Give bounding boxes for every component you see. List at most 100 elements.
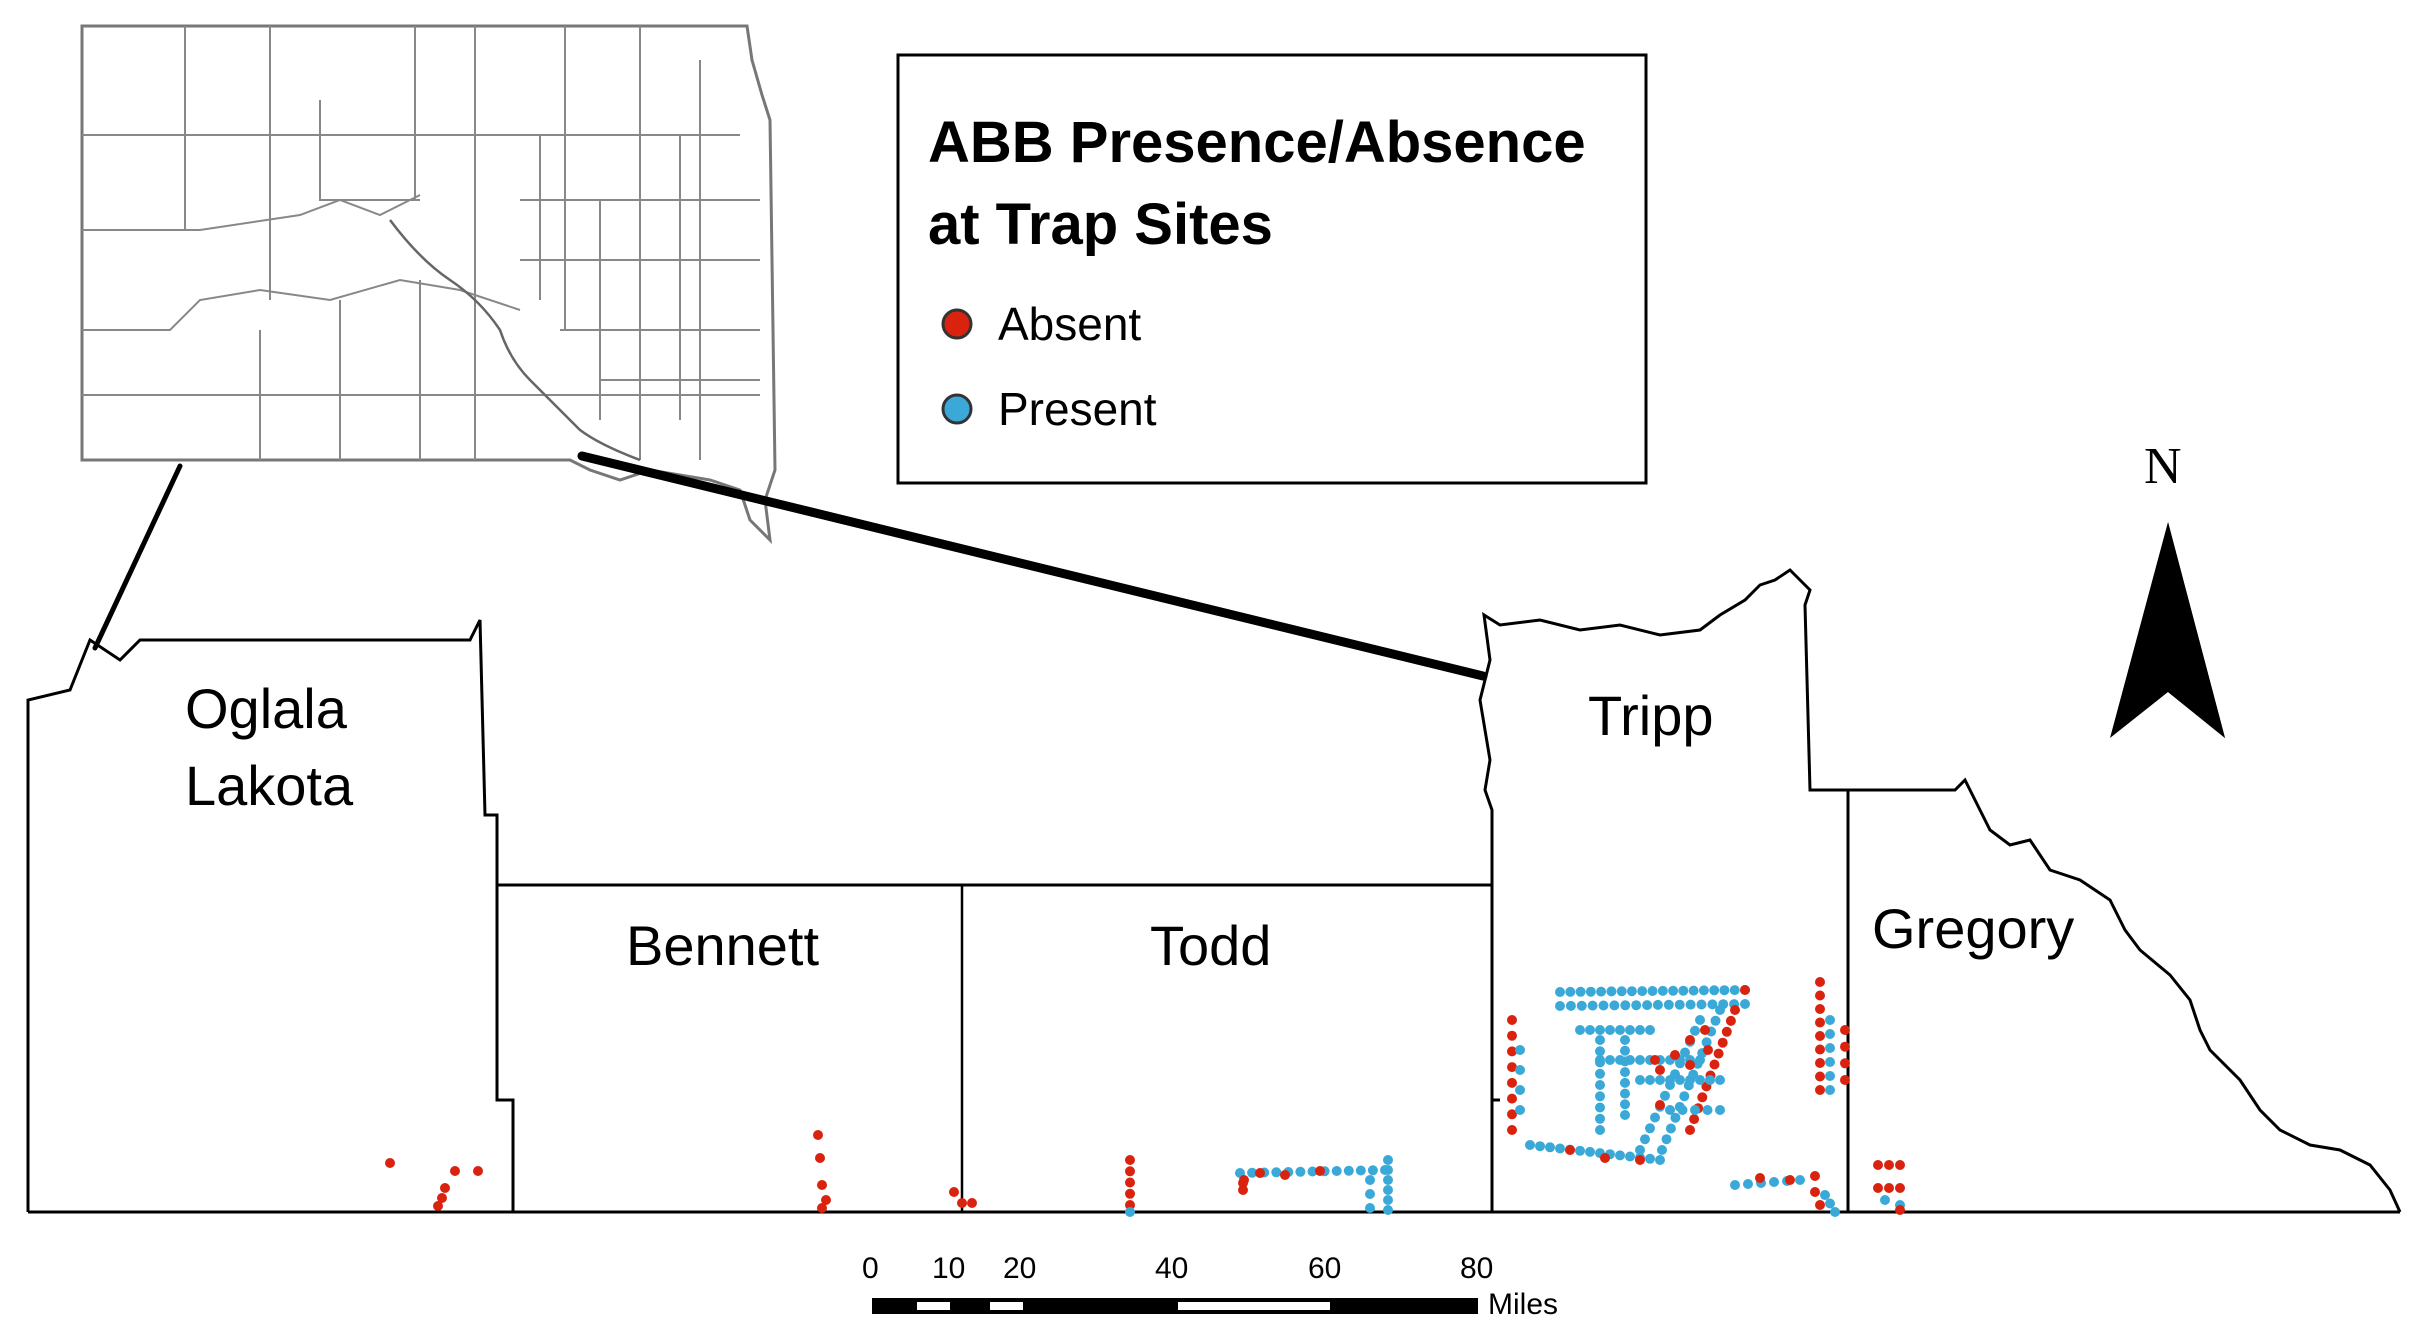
- scale-tick-60: 60: [1308, 1252, 1341, 1285]
- trap-site-present: [1365, 1175, 1375, 1185]
- trap-site-present: [1595, 1046, 1605, 1057]
- trap-site-present: [1677, 1105, 1688, 1115]
- trap-site-present: [1631, 1000, 1642, 1011]
- trap-site-present: [1715, 1005, 1725, 1015]
- trap-site-present: [1555, 987, 1565, 997]
- trap-site-absent: [1815, 977, 1825, 987]
- trap-site-absent: [1740, 985, 1750, 995]
- trap-site-absent: [440, 1183, 450, 1193]
- trap-site-present: [1595, 1113, 1605, 1124]
- trap-site-absent: [1507, 1125, 1517, 1135]
- north-arrow: N: [2110, 438, 2225, 738]
- trap-site-present: [1655, 1155, 1665, 1165]
- trap-site-present: [1365, 1203, 1375, 1213]
- trap-site-absent: [1810, 1171, 1820, 1181]
- trap-site-absent: [1565, 1145, 1575, 1155]
- trap-site-present: [1575, 1025, 1585, 1035]
- trap-site-present: [1645, 1075, 1655, 1085]
- trap-site-present: [1515, 1105, 1525, 1115]
- trap-site-present: [1515, 1045, 1525, 1055]
- trap-site-absent: [1125, 1177, 1135, 1188]
- trap-site-present: [1880, 1195, 1890, 1205]
- trap-site-present: [1295, 1166, 1306, 1177]
- trap-site-present: [1307, 1166, 1318, 1177]
- trap-site-present: [1596, 986, 1607, 997]
- trap-site-present: [1696, 999, 1707, 1010]
- trap-site-absent: [1840, 1041, 1850, 1052]
- scale-tick-20: 20: [1003, 1252, 1036, 1285]
- trap-site-present: [1383, 1185, 1393, 1195]
- trap-site-present: [1585, 1025, 1595, 1035]
- trap-site-present: [1707, 999, 1718, 1010]
- trap-site-present: [1645, 1123, 1655, 1134]
- trap-site-present: [1678, 985, 1689, 996]
- trap-site-absent: [821, 1195, 831, 1205]
- trap-site-absent: [1815, 1200, 1825, 1210]
- trap-site-present: [1701, 1037, 1712, 1048]
- trap-site-present: [1825, 1071, 1835, 1081]
- trap-site-present: [1668, 985, 1679, 996]
- county-label-bennett: Bennett: [626, 914, 819, 977]
- trap-site-present: [1125, 1207, 1135, 1217]
- trap-site-present: [1719, 985, 1730, 996]
- trap-site-absent: [1873, 1183, 1883, 1193]
- trap-site-absent: [1815, 1017, 1825, 1028]
- trap-site-present: [1695, 1015, 1705, 1025]
- trap-site-absent: [1840, 1058, 1850, 1069]
- trap-site-present: [1625, 1055, 1635, 1065]
- trap-site-present: [1769, 1177, 1779, 1187]
- inset-state-map: [80, 24, 777, 545]
- trap-site-present: [1635, 1025, 1645, 1035]
- trap-site-absent: [1895, 1205, 1905, 1215]
- trap-site-absent: [385, 1158, 395, 1168]
- trap-site-absent: [1873, 1160, 1883, 1170]
- trap-site-absent: [433, 1201, 443, 1211]
- county-label-todd: Todd: [1150, 914, 1271, 977]
- county-label-tripp: Tripp: [1588, 684, 1714, 747]
- trap-site-present: [1585, 1146, 1595, 1157]
- trap-site-present: [1365, 1189, 1375, 1199]
- trap-site-present: [1685, 1075, 1695, 1085]
- trap-site-present: [1271, 1167, 1282, 1178]
- trap-site-present: [1616, 986, 1627, 997]
- trap-site-absent: [817, 1203, 827, 1213]
- trap-site-absent: [1507, 1077, 1517, 1088]
- trap-site-absent: [437, 1193, 447, 1203]
- trap-site-present: [1620, 1110, 1630, 1120]
- trap-site-present: [1825, 1057, 1835, 1067]
- trap-site-absent: [1713, 1048, 1724, 1059]
- trap-site-present: [1367, 1165, 1378, 1176]
- trap-site-present: [1595, 1125, 1605, 1135]
- trap-site-present: [1620, 1077, 1630, 1088]
- scale-tick-0: 0: [862, 1252, 879, 1285]
- trap-site-present: [1825, 1198, 1835, 1209]
- trap-site-absent: [1685, 1060, 1695, 1070]
- trap-site-present: [1709, 985, 1720, 996]
- trap-site-absent: [1635, 1155, 1645, 1165]
- trap-site-absent: [1730, 1005, 1740, 1015]
- trap-site-absent: [1810, 1187, 1820, 1197]
- trap-site-present: [1595, 1055, 1605, 1065]
- trap-site-present: [1740, 999, 1750, 1009]
- county-label-gregory: Gregory: [1872, 897, 2074, 960]
- trap-site-present: [1690, 1025, 1700, 1036]
- trap-site-present: [1615, 1055, 1625, 1065]
- trap-site-absent: [1280, 1170, 1290, 1180]
- trap-site-present: [1795, 1175, 1805, 1185]
- trap-site-absent: [1507, 1015, 1517, 1025]
- trap-site-present: [1705, 1075, 1715, 1085]
- legend-title-line1: ABB Presence/Absence: [928, 110, 1586, 175]
- trap-site-present: [1825, 1043, 1835, 1053]
- trap-site-absent: [949, 1187, 959, 1197]
- trap-site-absent: [1125, 1166, 1135, 1177]
- trap-site-present: [1825, 1085, 1835, 1095]
- trap-site-present: [1565, 986, 1576, 997]
- trap-site-absent: [1725, 1015, 1736, 1026]
- trap-site-absent: [1315, 1166, 1325, 1176]
- trap-site-present: [1702, 1105, 1713, 1115]
- trap-site-present: [1661, 1134, 1672, 1145]
- trap-site-absent: [450, 1166, 460, 1176]
- trap-site-present: [1657, 985, 1668, 996]
- trap-site-present: [1645, 1025, 1655, 1035]
- trap-site-absent: [1600, 1153, 1610, 1163]
